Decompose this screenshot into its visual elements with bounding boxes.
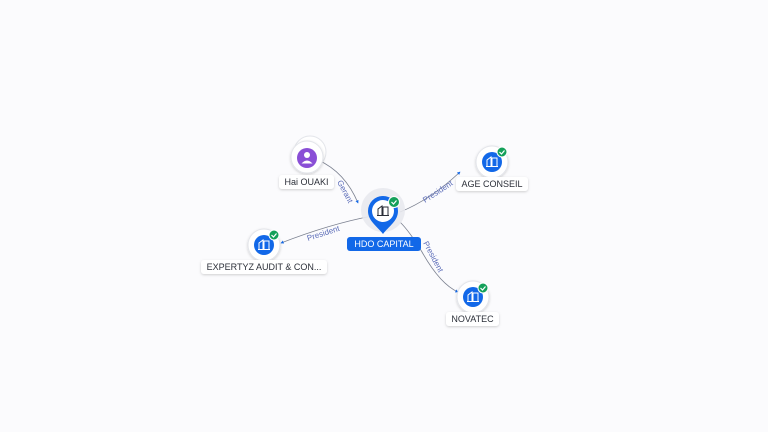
center-label-badge <box>347 237 421 251</box>
edge-president-novatec[interactable] <box>399 221 459 293</box>
node-label-expertyz: EXPERTYZ AUDIT & CON... <box>207 262 322 272</box>
center-label: HDO CAPITAL <box>354 239 413 249</box>
verified-check-icon <box>496 146 508 158</box>
company-icon <box>377 205 389 216</box>
node-label-novatec: NOVATEC <box>451 314 494 324</box>
node-label-age-conseil: AGE CONSEIL <box>461 179 522 189</box>
verified-check-icon <box>477 282 489 294</box>
edge-label-gerant: Gerant <box>335 179 355 206</box>
edge-label-president-age: President <box>421 178 455 204</box>
verified-check-icon <box>388 196 400 208</box>
edge-president-age[interactable] <box>399 171 461 213</box>
node-novatec[interactable]: NOVATEC <box>446 280 499 326</box>
node-center-hdo-capital[interactable]: HDO CAPITAL <box>347 188 421 251</box>
node-label-hai-ouaki: Hai OUAKI <box>284 177 328 187</box>
node-hai-ouaki[interactable]: Hai OUAKI <box>279 135 334 189</box>
node-age-conseil[interactable]: AGE CONSEIL <box>456 145 528 191</box>
verified-check-icon <box>268 229 280 241</box>
node-expertyz[interactable]: EXPERTYZ AUDIT & CON... <box>201 228 327 274</box>
edge-label-president-expertyz: President <box>306 224 342 243</box>
